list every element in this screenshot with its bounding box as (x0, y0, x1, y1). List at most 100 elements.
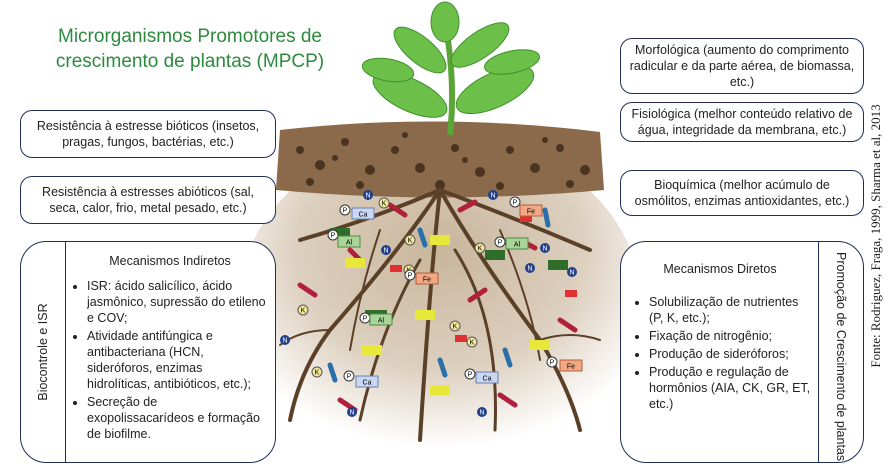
k-badge-text: K (478, 246, 483, 253)
nutrient-badges: P Ca N K N P Fe P Al K N K P Al N K P (280, 190, 583, 417)
morphological-box: Morfológica (aumento do comprimento radi… (620, 38, 864, 94)
fe-badge (519, 204, 543, 217)
n-badge (381, 245, 391, 255)
ca-badge (351, 207, 375, 220)
p-badge (509, 196, 521, 208)
p-badge-text: P (498, 240, 503, 247)
p-badge-text: P (347, 374, 352, 381)
n-badge-text: N (527, 266, 532, 273)
physiological-text: Fisiológica (melhor conteúdo relativo de… (631, 107, 853, 137)
morphological-text: Morfológica (aumento do comprimento radi… (629, 43, 855, 89)
n-badge (525, 263, 535, 273)
indirect-side-area: Biocontrole e ISR (21, 242, 65, 462)
k-badge (378, 197, 390, 209)
n-badge (477, 407, 487, 417)
k-badge (474, 242, 486, 254)
n-badge-text: N (569, 270, 574, 277)
plant-stem (445, 39, 456, 136)
ca-badge (355, 375, 379, 388)
ca-badge-text: Ca (483, 376, 492, 383)
ca-badge-text: Ca (359, 212, 368, 219)
al-badge-text: Al (346, 240, 353, 247)
k-badge (297, 304, 309, 316)
abiotic-stress-box: Resistência à estresses abióticos (sal, … (20, 176, 276, 224)
k-badge (466, 336, 478, 348)
n-badge (488, 190, 498, 200)
fe-badge (559, 359, 583, 372)
p-badge (494, 236, 506, 248)
k-badge-text: K (382, 201, 387, 208)
indirect-heading: Mecanismos Indiretos (109, 254, 231, 268)
al-badge (337, 235, 361, 248)
n-badge-text: N (365, 193, 370, 200)
list-item: Solubilização de nutrientes (P, K, etc.)… (649, 294, 811, 326)
al-badge-text: Al (378, 318, 385, 325)
list-item: Produção de sideróforos; (649, 346, 811, 362)
p-badge (327, 229, 339, 241)
al-badge-text: Al (514, 242, 521, 249)
plant-leaves (361, 1, 540, 118)
biochemical-box: Bioquímica (melhor acúmulo de osmólitos,… (620, 170, 864, 216)
p-badge-text: P (408, 273, 413, 280)
direct-divider (818, 242, 819, 462)
n-badge-text: N (282, 338, 287, 345)
p-badge-text: P (363, 316, 368, 323)
k-badge (449, 320, 461, 332)
indirect-side-label: Biocontrole e ISR (36, 303, 50, 401)
n-badge-text: N (383, 248, 388, 255)
p-badge (339, 204, 351, 216)
k-badge (404, 234, 416, 246)
indirect-mechanisms-box: Biocontrole e ISR Mecanismos Indiretos I… (20, 241, 276, 463)
fe-badge (415, 272, 439, 285)
n-badge-text: N (542, 246, 547, 253)
k-badge (311, 366, 323, 378)
p-badge-text: P (331, 233, 336, 240)
n-badge (540, 243, 550, 253)
direct-list: Solubilização de nutrientes (P, K, etc.)… (621, 294, 811, 412)
p-badge (404, 269, 416, 281)
k-badge-text: K (470, 340, 475, 347)
soil-body (240, 135, 640, 465)
direct-mechanisms-box: Promoção de Crescimento de plantas Mecan… (620, 241, 864, 463)
fe-badge-text: Fe (423, 277, 431, 284)
k-badge-text: K (408, 238, 413, 245)
indirect-list: ISR: ácido salicílico, ácido jasmônico, … (65, 278, 267, 442)
indirect-divider (65, 242, 66, 462)
n-badge (280, 335, 290, 345)
soil-surface (276, 121, 604, 198)
source-credit-text: Fonte: Rodriguez, Fraga, 1999, Sharma et… (868, 104, 883, 368)
list-item: Secreção de exopolissacarídeos e formaçã… (87, 394, 267, 442)
n-badge-text: N (479, 410, 484, 417)
biotic-stress-text: Resistência à estresse bióticos (insetos… (36, 119, 260, 149)
n-badge (567, 267, 577, 277)
al-badge (505, 237, 529, 250)
ca-badge-text: Ca (363, 380, 372, 387)
p-badge-text: P (343, 208, 348, 215)
list-item: Atividade antifúngica e antibacteriana (… (87, 328, 267, 392)
direct-side-label: Promoção de Crescimento de plantas (834, 252, 848, 462)
k-badge-text: K (453, 324, 458, 331)
k-badge-text: K (315, 370, 320, 377)
p-badge (464, 368, 476, 380)
fe-badge-text: Fe (567, 364, 575, 371)
p-badge (546, 356, 558, 368)
p-badge-text: P (468, 372, 473, 379)
n-badge (363, 190, 373, 200)
p-badge-text: P (513, 200, 518, 207)
direct-side-area: Promoção de Crescimento de plantas (819, 242, 863, 462)
physiological-box: Fisiológica (melhor conteúdo relativo de… (620, 102, 864, 142)
list-item: ISR: ácido salicílico, ácido jasmônico, … (87, 278, 267, 326)
p-badge (343, 370, 355, 382)
diagram-title: Microrganismos Promotores de crescimento… (55, 26, 325, 72)
biotic-stress-box: Resistência à estresse bióticos (insetos… (20, 110, 276, 158)
k-badge-text: K (301, 308, 306, 315)
biochemical-text: Bioquímica (melhor acúmulo de osmólitos,… (634, 178, 850, 208)
fe-badge-text: Fe (527, 209, 535, 216)
list-item: Produção e regulação de hormônios (AIA, … (649, 364, 811, 412)
n-badge (347, 407, 357, 417)
soil-granules (296, 132, 590, 190)
direct-heading: Mecanismos Diretos (663, 262, 777, 276)
al-badge (369, 313, 393, 326)
n-badge-text: N (490, 193, 495, 200)
